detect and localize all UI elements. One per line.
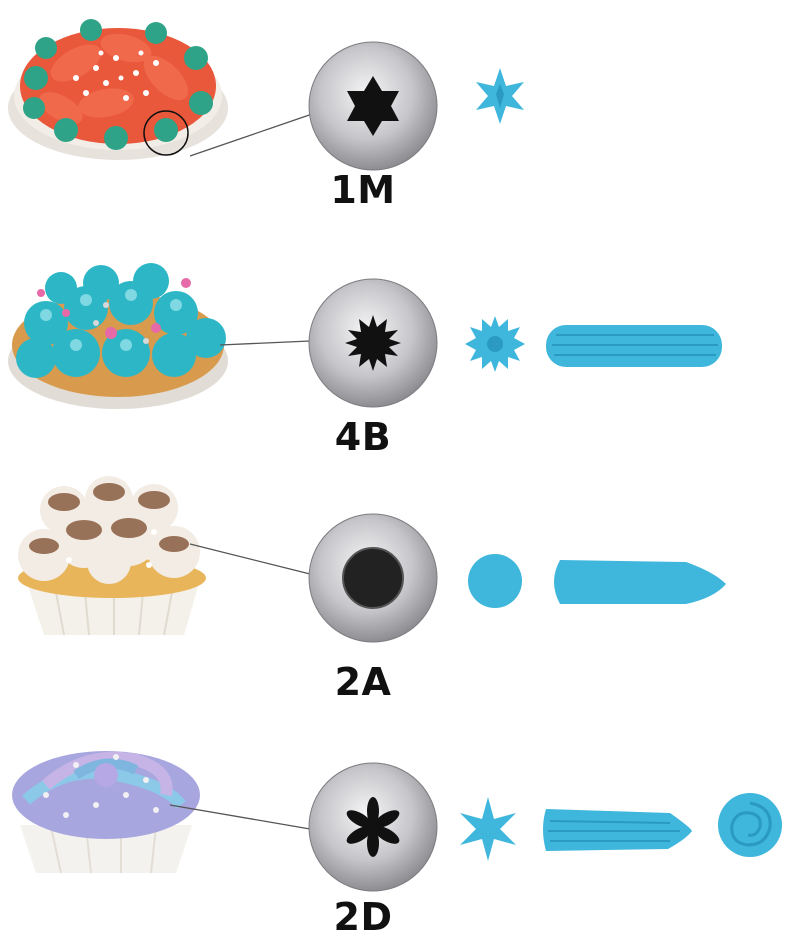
tart-image-4b [6, 253, 236, 413]
tart-image-1m [6, 8, 236, 168]
tip-row-4b: 4B [0, 235, 794, 470]
tip-label-2d: 2D [333, 895, 393, 939]
nozzle-1m-icon [305, 38, 441, 174]
nozzle-2a-icon [305, 510, 441, 646]
connector-line-2a [189, 543, 311, 575]
nozzle-2d-icon [305, 759, 441, 895]
tip-label-4b: 4B [334, 415, 392, 459]
round-star-drop-icon [464, 313, 526, 375]
nozzle-4b-icon [305, 275, 441, 411]
star-drop-icon [468, 64, 532, 128]
star-drop-icon [452, 793, 524, 865]
tip-row-1m: 1M [0, 0, 794, 235]
rose-swirl-icon [714, 783, 786, 863]
cupcake-image-2a [4, 470, 214, 640]
ridged-log-icon [544, 321, 726, 371]
tip-label-1m: 1M [330, 168, 396, 212]
connector-line-2d [169, 804, 311, 830]
ridged-log-icon [540, 805, 694, 855]
tip-row-2d: 2D [0, 705, 794, 940]
connector-line-1m [189, 111, 319, 157]
connector-line-4b [219, 340, 311, 346]
cupcake-image-2d [6, 725, 206, 875]
dot-icon [466, 552, 524, 610]
smooth-log-icon [546, 554, 728, 610]
tip-label-2a: 2A [334, 660, 392, 704]
tip-row-2a: 2A [0, 470, 794, 705]
